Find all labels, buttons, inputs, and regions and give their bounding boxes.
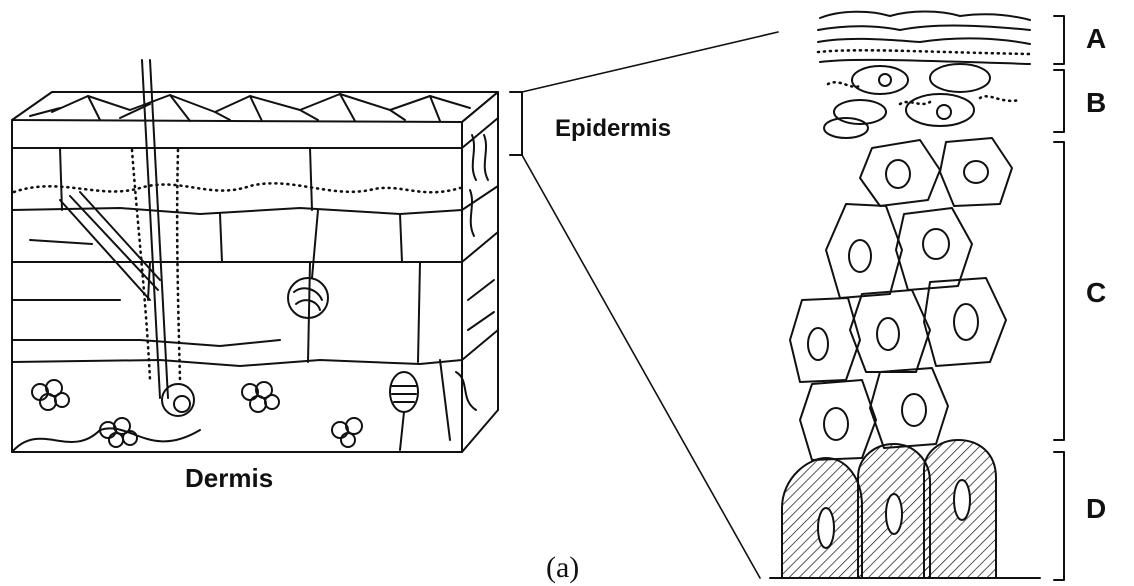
layer-d-label: D [1086,493,1106,524]
bracket-c [1054,142,1064,440]
figure-caption: (a) [546,551,579,584]
zoom-line-top [522,32,778,92]
layer-c-label: C [1086,277,1106,308]
epidermis-bracket [510,92,522,155]
layer-b-label: B [1086,87,1106,118]
skin-block [12,60,498,452]
fat-cluster-1 [32,380,69,410]
fat-cluster-3 [242,382,279,412]
bracket-a [1054,16,1064,64]
epidermis-cell-column [770,12,1040,579]
layer-a-label: A [1086,23,1106,54]
layer-brackets [1054,16,1064,580]
bracket-b [1054,70,1064,132]
bracket-d [1054,452,1064,580]
fat-cluster-4 [332,418,362,447]
dermis-label: Dermis [185,463,273,493]
zoom-line-bottom [522,155,760,578]
epidermis-label: Epidermis [555,115,671,142]
